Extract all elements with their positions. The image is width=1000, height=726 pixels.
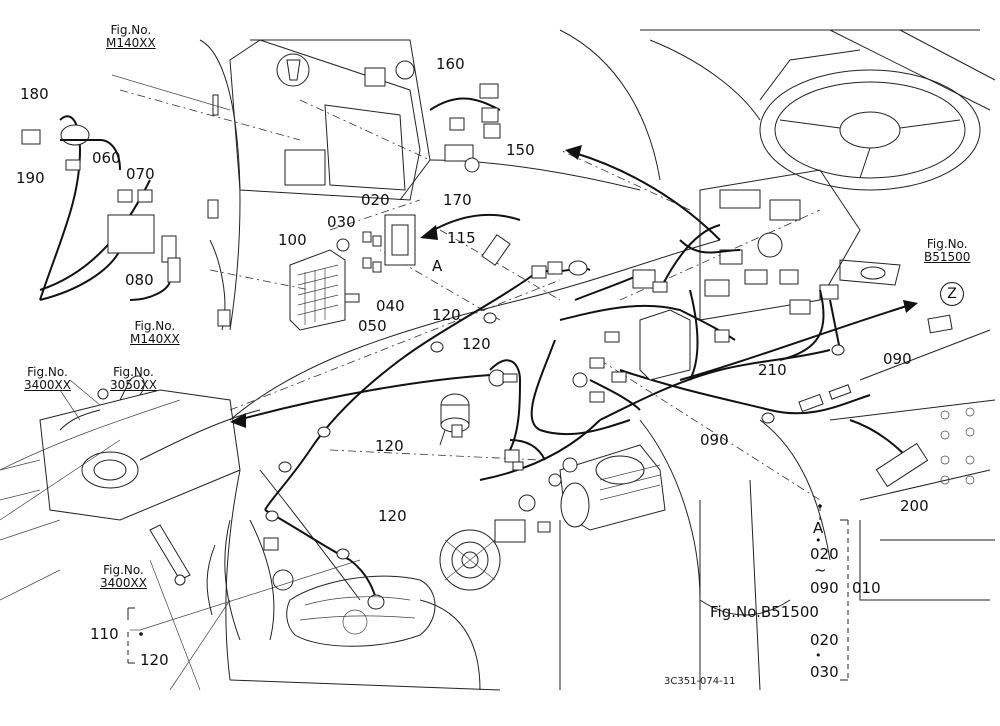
callout-100: 100 (278, 231, 307, 249)
callout-040: 040 (376, 297, 405, 315)
flow-arrows (230, 145, 918, 428)
callout-180: 180 (20, 85, 49, 103)
battery-cable (849, 419, 929, 488)
legend-from-020: 020 (810, 545, 839, 563)
fig-ref-label: Fig.No. (134, 319, 176, 333)
callout-030: 030 (327, 213, 356, 231)
legend-group-id: 010 (852, 579, 881, 597)
fig-ref-label: Fig.No. (27, 365, 68, 379)
callout-210: 210 (758, 361, 787, 379)
fig-ref-m140-mid: Fig.No. M140XX (130, 320, 180, 346)
fig-ref-code: M140XX (106, 36, 156, 50)
callout-150: 150 (506, 141, 535, 159)
fig-ref-m140-top: Fig.No. M140XX (106, 24, 156, 50)
fig-ref-code: 3400XX (24, 378, 71, 392)
connector-marker-z: Z (940, 282, 964, 306)
callout-060: 060 (92, 149, 121, 167)
callout-120-d: 120 (378, 507, 407, 525)
starter-motor (548, 444, 666, 531)
fig-ref-label: Fig.No. (113, 365, 154, 379)
fig-ref-label: Fig.No. (110, 23, 152, 37)
fig-ref-3400-left: Fig.No. 3400XX (24, 366, 71, 392)
steering-wheel (759, 49, 981, 191)
callout-090-b: 090 (700, 431, 729, 449)
callout-120-e: 120 (140, 651, 169, 669)
callout-A: A (432, 257, 443, 275)
dim-line (111, 74, 231, 111)
callout-110: 110 (90, 625, 119, 643)
callout-050: 050 (358, 317, 387, 335)
switch-panel-m140 (207, 39, 421, 331)
callout-115: 115 (447, 229, 476, 247)
legend-to-090: 090 (810, 579, 839, 597)
alternator (439, 494, 551, 591)
fig-ref-code: 3400XX (100, 576, 147, 590)
legend-group-letter: A (813, 519, 824, 537)
fig-ref-label: Fig.No. (926, 237, 968, 251)
fig-ref-3050: Fig.No. 3050XX (110, 366, 157, 392)
callout-160: 160 (436, 55, 465, 73)
drawing-number: 3C351-074-11 (664, 676, 736, 687)
callout-020: 020 (361, 191, 390, 209)
callout-080: 080 (125, 271, 154, 289)
group-bracket-110 (127, 607, 143, 664)
dashboard-panel (699, 169, 901, 321)
callout-120-c: 120 (375, 437, 404, 455)
harness-connectors (263, 260, 953, 610)
callout-190: 190 (16, 169, 45, 187)
group-bracket-010 (818, 504, 849, 681)
fig-ref-b51500-right: Fig.No. B51500 (924, 238, 970, 264)
legend-sub-020: 020 (810, 631, 839, 649)
fig-ref-label: Fig.No. (103, 563, 144, 577)
engine-head (0, 375, 241, 586)
top-connectors (364, 60, 501, 173)
sensor-connectors (504, 439, 546, 471)
bulb-socket (488, 369, 518, 387)
main-harness (264, 224, 871, 606)
legend-sub-030: 030 (810, 663, 839, 681)
callout-120-a: 120 (432, 306, 461, 324)
fig-ref-code: 3050XX (110, 378, 157, 392)
fig-ref-code: B51500 (924, 250, 971, 264)
callout-200: 200 (900, 497, 929, 515)
fuse-box (289, 214, 511, 331)
fig-ref-3400-bottom: Fig.No. 3400XX (100, 564, 147, 590)
callout-120-b: 120 (462, 335, 491, 353)
legend-ref: Fig.No.B51500 (710, 603, 819, 621)
callout-070: 070 (126, 165, 155, 183)
fig-ref-code: M140XX (130, 332, 180, 346)
legend-tilde: ~ (814, 561, 827, 579)
right-panel-holes (940, 407, 975, 485)
callout-090-a: 090 (883, 350, 912, 368)
relay-block-left (21, 115, 181, 301)
fuel-solenoid (439, 393, 470, 446)
legend-dot-2: • (815, 649, 822, 662)
legend-dot: • (815, 534, 822, 547)
callout-170: 170 (443, 191, 472, 209)
front-grille (206, 519, 436, 647)
